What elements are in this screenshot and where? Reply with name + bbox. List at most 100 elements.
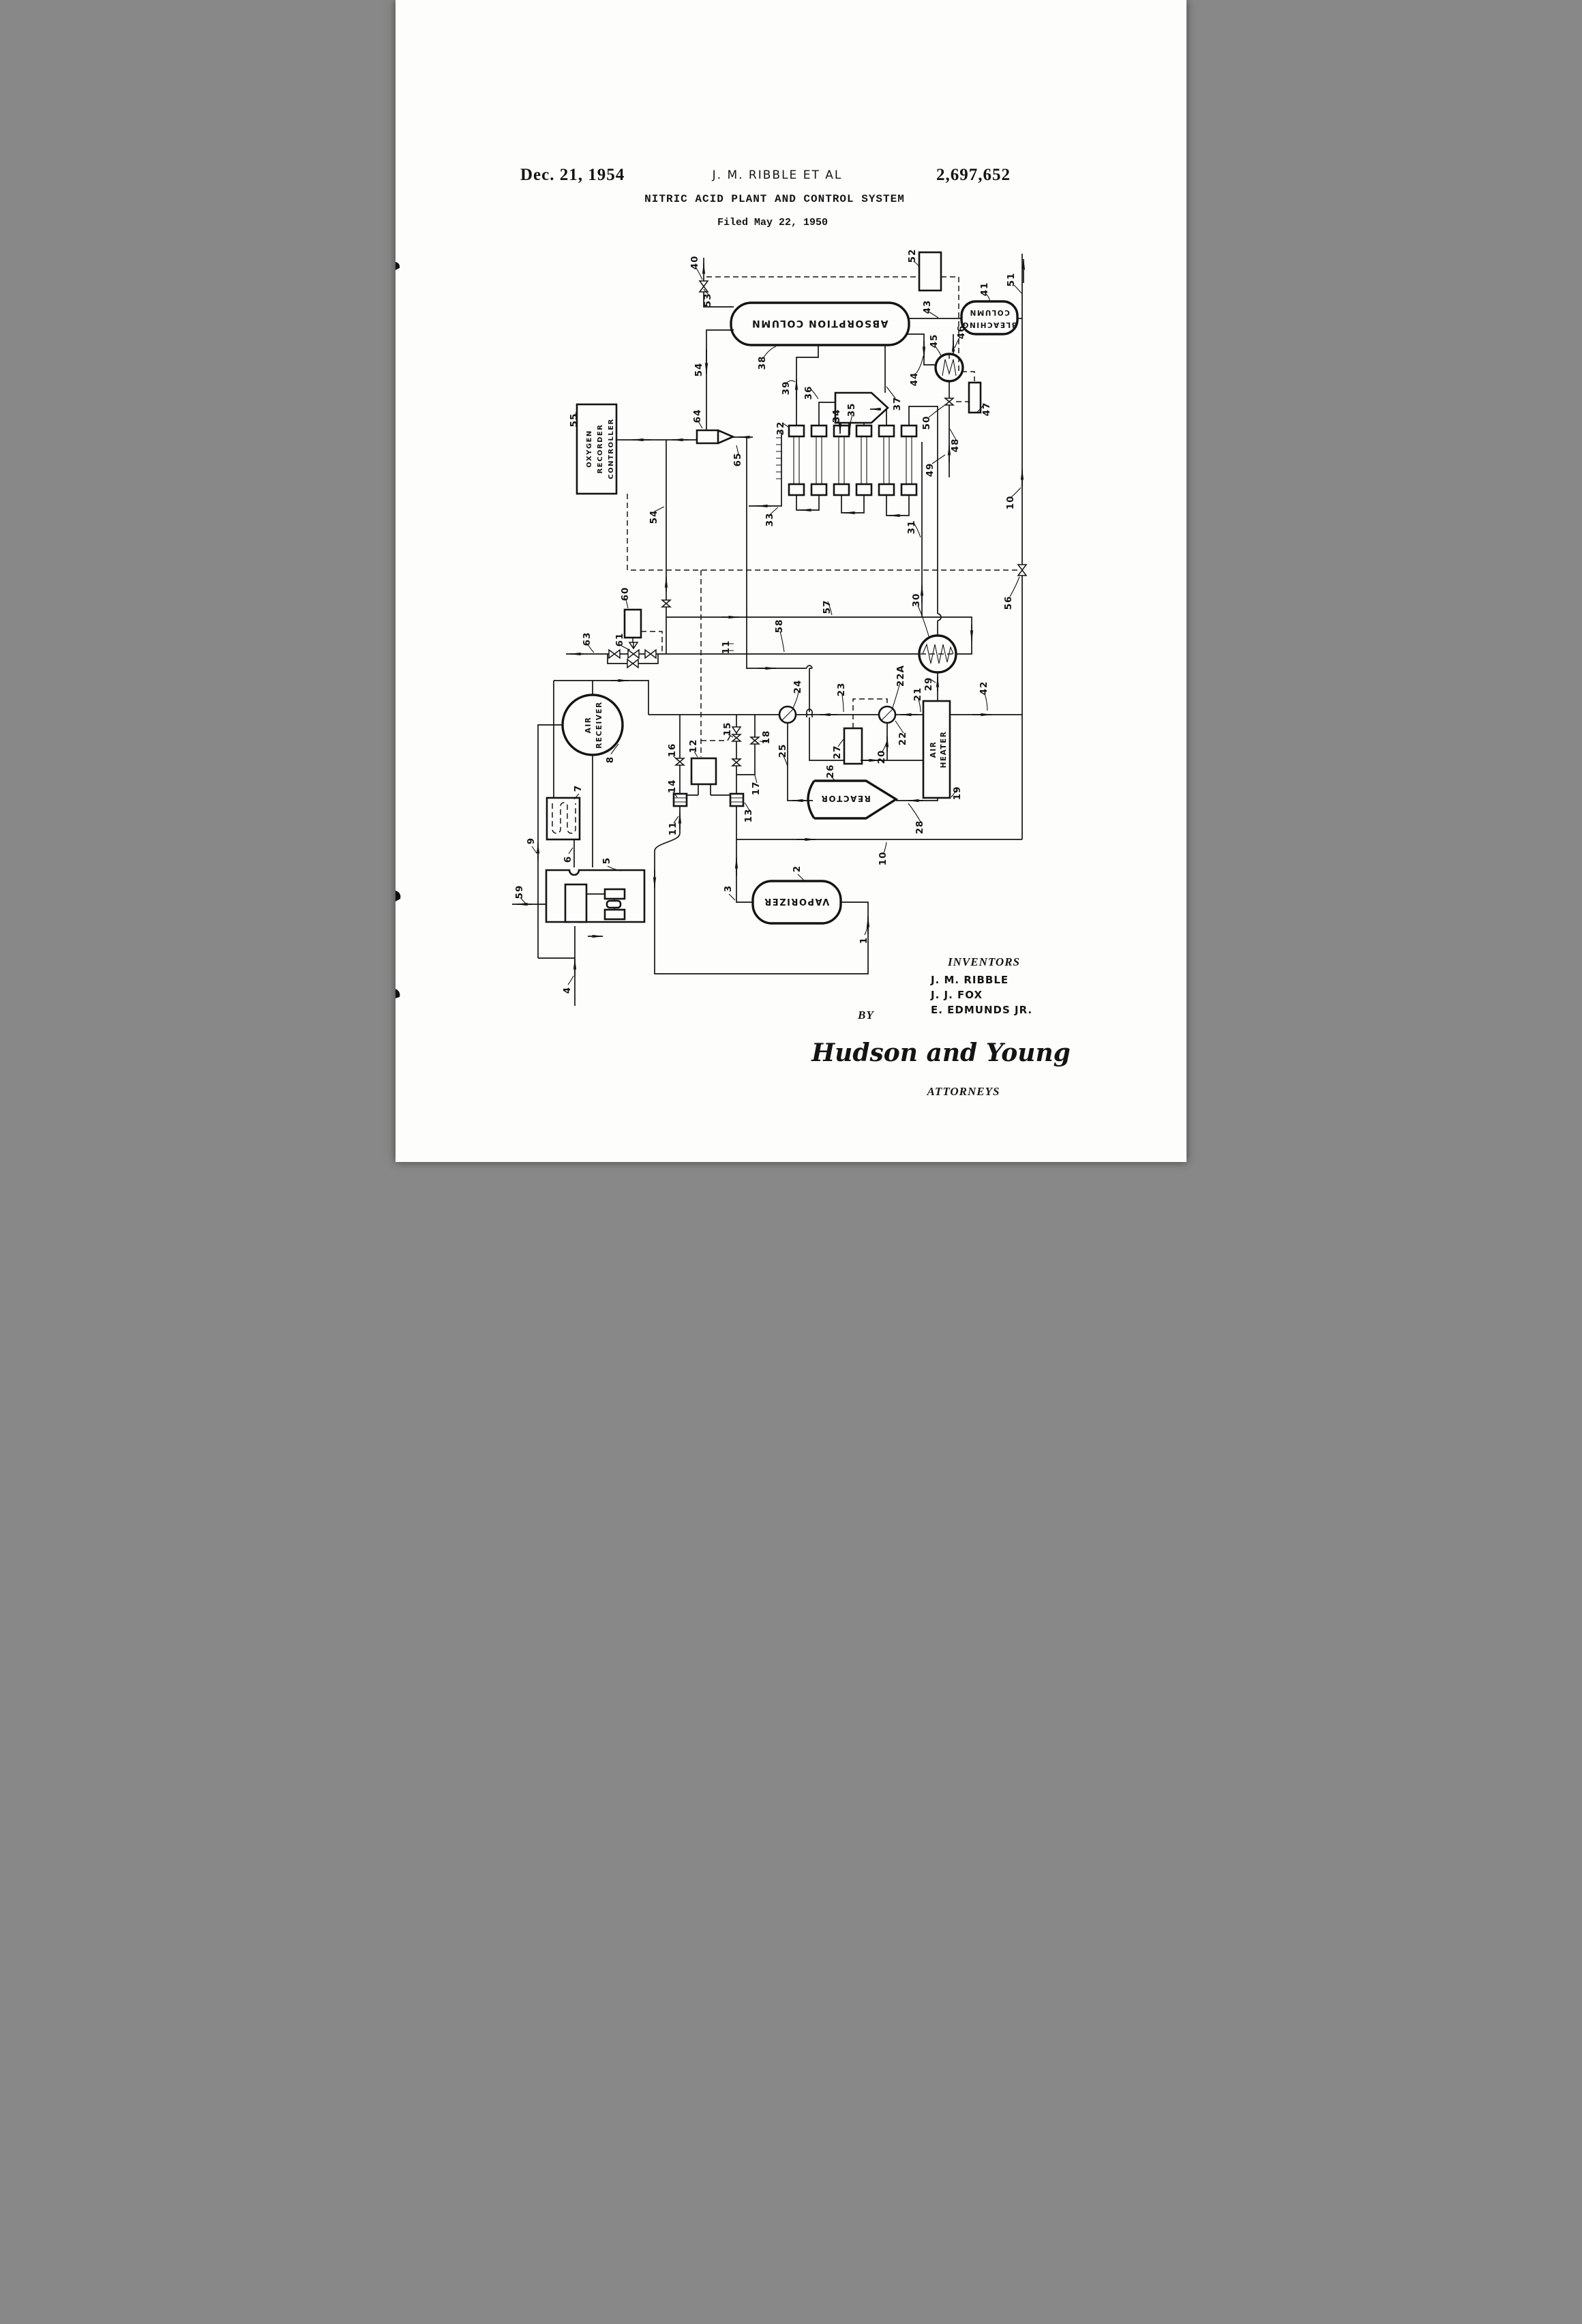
ref-34: 34 [831, 409, 842, 423]
oxygen-controller-label-1: OXYGEN [586, 430, 593, 468]
ref-14: 14 [667, 779, 678, 794]
air-receiver-label-1: AIR [584, 717, 593, 734]
ref-1: 1 [859, 937, 869, 944]
separator-36 [834, 391, 889, 424]
orifice-flange-13 [729, 792, 745, 807]
ref-63: 63 [582, 632, 593, 646]
label-leaders [520, 260, 1022, 985]
air-receiver-vessel [561, 694, 624, 756]
ref-12: 12 [688, 739, 699, 754]
oxidizer-45 [934, 353, 964, 383]
inventor-name-3: E. EDMUNDS JR. [931, 1004, 1032, 1016]
ref-7: 7 [573, 785, 584, 792]
ref-47: 47 [981, 402, 992, 417]
ref-52: 52 [907, 249, 918, 263]
ref-42: 42 [979, 681, 989, 696]
ref-44: 44 [909, 372, 920, 387]
ref-65: 65 [732, 453, 743, 467]
reactor-label: REACTOR [820, 794, 871, 803]
attorneys-label: ATTORNEYS [927, 1085, 1000, 1098]
ref-51: 51 [1006, 273, 1017, 287]
ref-8: 8 [605, 756, 616, 763]
ref-10b: 10 [1005, 496, 1016, 510]
ref-36: 36 [803, 386, 814, 400]
ref-48: 48 [950, 438, 961, 453]
ref-60: 60 [620, 587, 631, 601]
ref-46: 46 [956, 325, 967, 340]
ref-50: 50 [921, 416, 932, 430]
ref-29: 29 [923, 677, 934, 691]
ref-26: 26 [825, 764, 836, 779]
ref-39: 39 [781, 381, 792, 396]
equipment: ABSORPTION COLUMN COLUMN BLEACHING [545, 251, 1028, 925]
scan-artifacts [395, 262, 401, 998]
ref-55: 55 [569, 413, 580, 428]
valve-61-line [660, 599, 672, 608]
ref-43: 43 [922, 300, 933, 314]
ref-5: 5 [601, 857, 612, 864]
ref-24: 24 [792, 680, 803, 694]
ref-21: 21 [912, 687, 923, 702]
air-heater-label-1: AIR [929, 741, 938, 758]
header-date: Dec. 21, 1954 [520, 166, 625, 184]
ref-4: 4 [562, 987, 573, 994]
ratio-controller-27 [843, 727, 863, 765]
header-title: NITRIC ACID PLANT AND CONTROL SYSTEM [644, 193, 905, 205]
attorney-signature: Hudson and Young [811, 1039, 1071, 1067]
ref-28: 28 [914, 820, 925, 835]
air-receiver-label-2: RECEIVER [595, 701, 603, 748]
ref-19: 19 [952, 786, 963, 801]
ref-18: 18 [761, 730, 772, 745]
valve-40 [698, 280, 709, 293]
ref-10c: 10 [878, 852, 889, 866]
ref-40: 40 [689, 256, 700, 270]
ref-16: 16 [667, 743, 678, 758]
vaporizer-vessel [751, 880, 842, 925]
control-signal-lines [627, 276, 1017, 757]
valve-18 [749, 736, 761, 745]
ref-23: 23 [836, 683, 847, 697]
ref-22A: 22A [895, 665, 906, 687]
inventor-name-1: J. M. RIBBLE [930, 974, 1009, 986]
flow-instrument-24 [778, 705, 797, 724]
ref-33: 33 [764, 513, 775, 527]
ref-27: 27 [832, 745, 843, 760]
ref-54a: 54 [693, 363, 704, 377]
ref-59: 59 [514, 885, 525, 899]
intake-filter-7 [546, 796, 581, 841]
ref-45: 45 [929, 334, 940, 348]
inventors-heading: INVENTORS [947, 955, 1020, 968]
ref-6: 6 [563, 856, 573, 863]
by-label: BY [857, 1009, 874, 1022]
air-heater-label-2: HEATER [940, 731, 948, 769]
patent-page: Dec. 21, 1954 J. M. RIBBLE ET AL 2,697,6… [395, 0, 1186, 1162]
valve-50 [943, 398, 955, 406]
absorption-column-label: ABSORPTION COLUMN [751, 318, 889, 329]
ref-58: 58 [774, 619, 785, 634]
ref-49: 49 [925, 463, 936, 477]
ref-2: 2 [792, 865, 803, 872]
bleaching-column-label-1: BLEACHING [961, 321, 1017, 329]
valve-station-61 [608, 642, 657, 669]
ref-30: 30 [911, 593, 922, 608]
flow-recorder-12 [690, 757, 717, 786]
valve-15 [730, 726, 743, 766]
air-heater-vessel [922, 700, 951, 799]
header-inventor: J. M. RIBBLE ET AL [712, 168, 843, 182]
analyzer-filter-64 [696, 429, 736, 445]
heat-exchanger-30 [918, 634, 957, 674]
vaporizer-label: VAPORIZER [764, 896, 829, 906]
ref-41: 41 [979, 282, 990, 297]
reactor-vessel: REACTOR [807, 779, 899, 820]
absorption-column-vessel [730, 301, 910, 346]
ref-32: 32 [775, 421, 786, 436]
oxygen-recorder-controller-box [576, 403, 618, 495]
ref-61: 61 [614, 633, 625, 647]
ref-57: 57 [822, 600, 833, 614]
header-patent-number: 2,697,652 [936, 166, 1011, 184]
valve-56 [1017, 564, 1028, 576]
inventor-name-2: J. J. FOX [930, 989, 983, 1001]
ref-54b: 54 [648, 510, 659, 524]
reference-numerals: 40 53 52 43 38 54 41 51 44 45 46 50 48 4… [514, 249, 1017, 994]
controller-box-52 [918, 251, 942, 292]
